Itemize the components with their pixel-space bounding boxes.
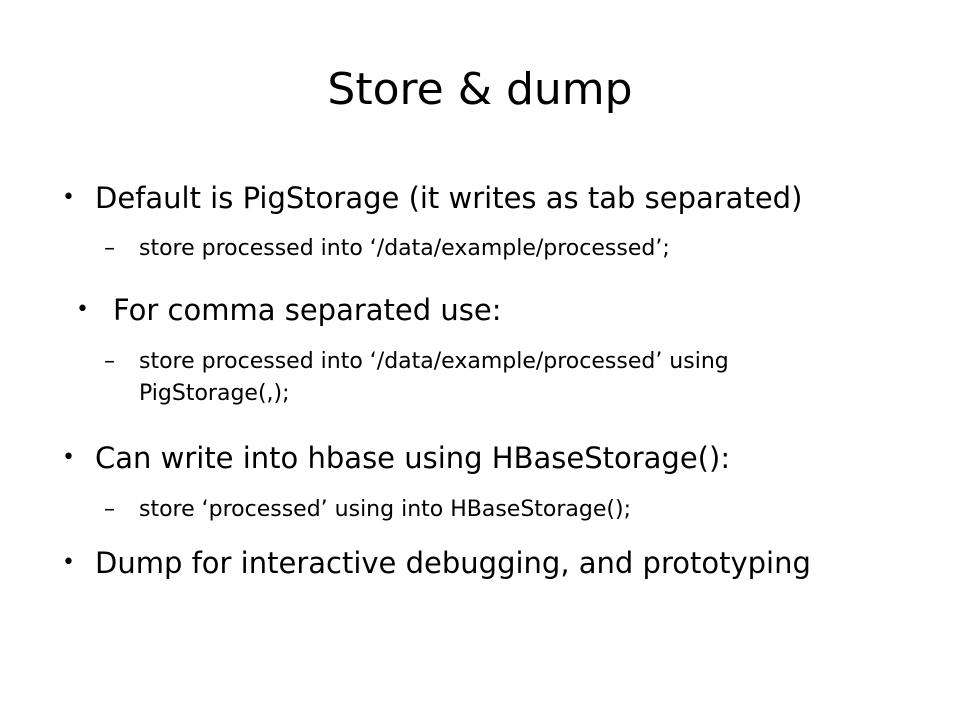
bullet-marker: • xyxy=(62,550,75,575)
bullet-item: • Can write into hbase using HBaseStorag… xyxy=(62,440,922,476)
bullet-marker: • xyxy=(76,297,89,322)
dash-marker: – xyxy=(104,236,115,261)
bullet-item: • Default is PigStorage (it writes as ta… xyxy=(62,180,922,216)
bullet-text: Can write into hbase using HBaseStorage(… xyxy=(95,441,731,475)
bullet-text: Dump for interactive debugging, and prot… xyxy=(95,546,811,580)
bullet-item: • Dump for interactive debugging, and pr… xyxy=(62,545,942,581)
bullet-marker: • xyxy=(62,185,75,210)
dash-marker: – xyxy=(104,497,115,522)
bullet-text: Default is PigStorage (it writes as tab … xyxy=(95,181,803,215)
sub-bullet-item: – store processed into ‘/data/example/pr… xyxy=(104,346,874,410)
slide-title: Store & dump xyxy=(327,64,633,115)
bullet-item: • For comma separated use: xyxy=(76,292,922,328)
sub-bullet-text: store ‘processed’ using into HBaseStorag… xyxy=(139,497,631,522)
sub-bullet-item: – store ‘processed’ using into HBaseStor… xyxy=(104,494,924,526)
sub-bullet-item: – store processed into ‘/data/example/pr… xyxy=(104,233,924,265)
bullet-marker: • xyxy=(62,445,75,470)
dash-marker: – xyxy=(104,349,115,374)
sub-bullet-text: store processed into ‘/data/example/proc… xyxy=(139,236,670,261)
sub-bullet-text: store processed into ‘/data/example/proc… xyxy=(139,349,729,406)
bullet-text: For comma separated use: xyxy=(113,293,502,327)
